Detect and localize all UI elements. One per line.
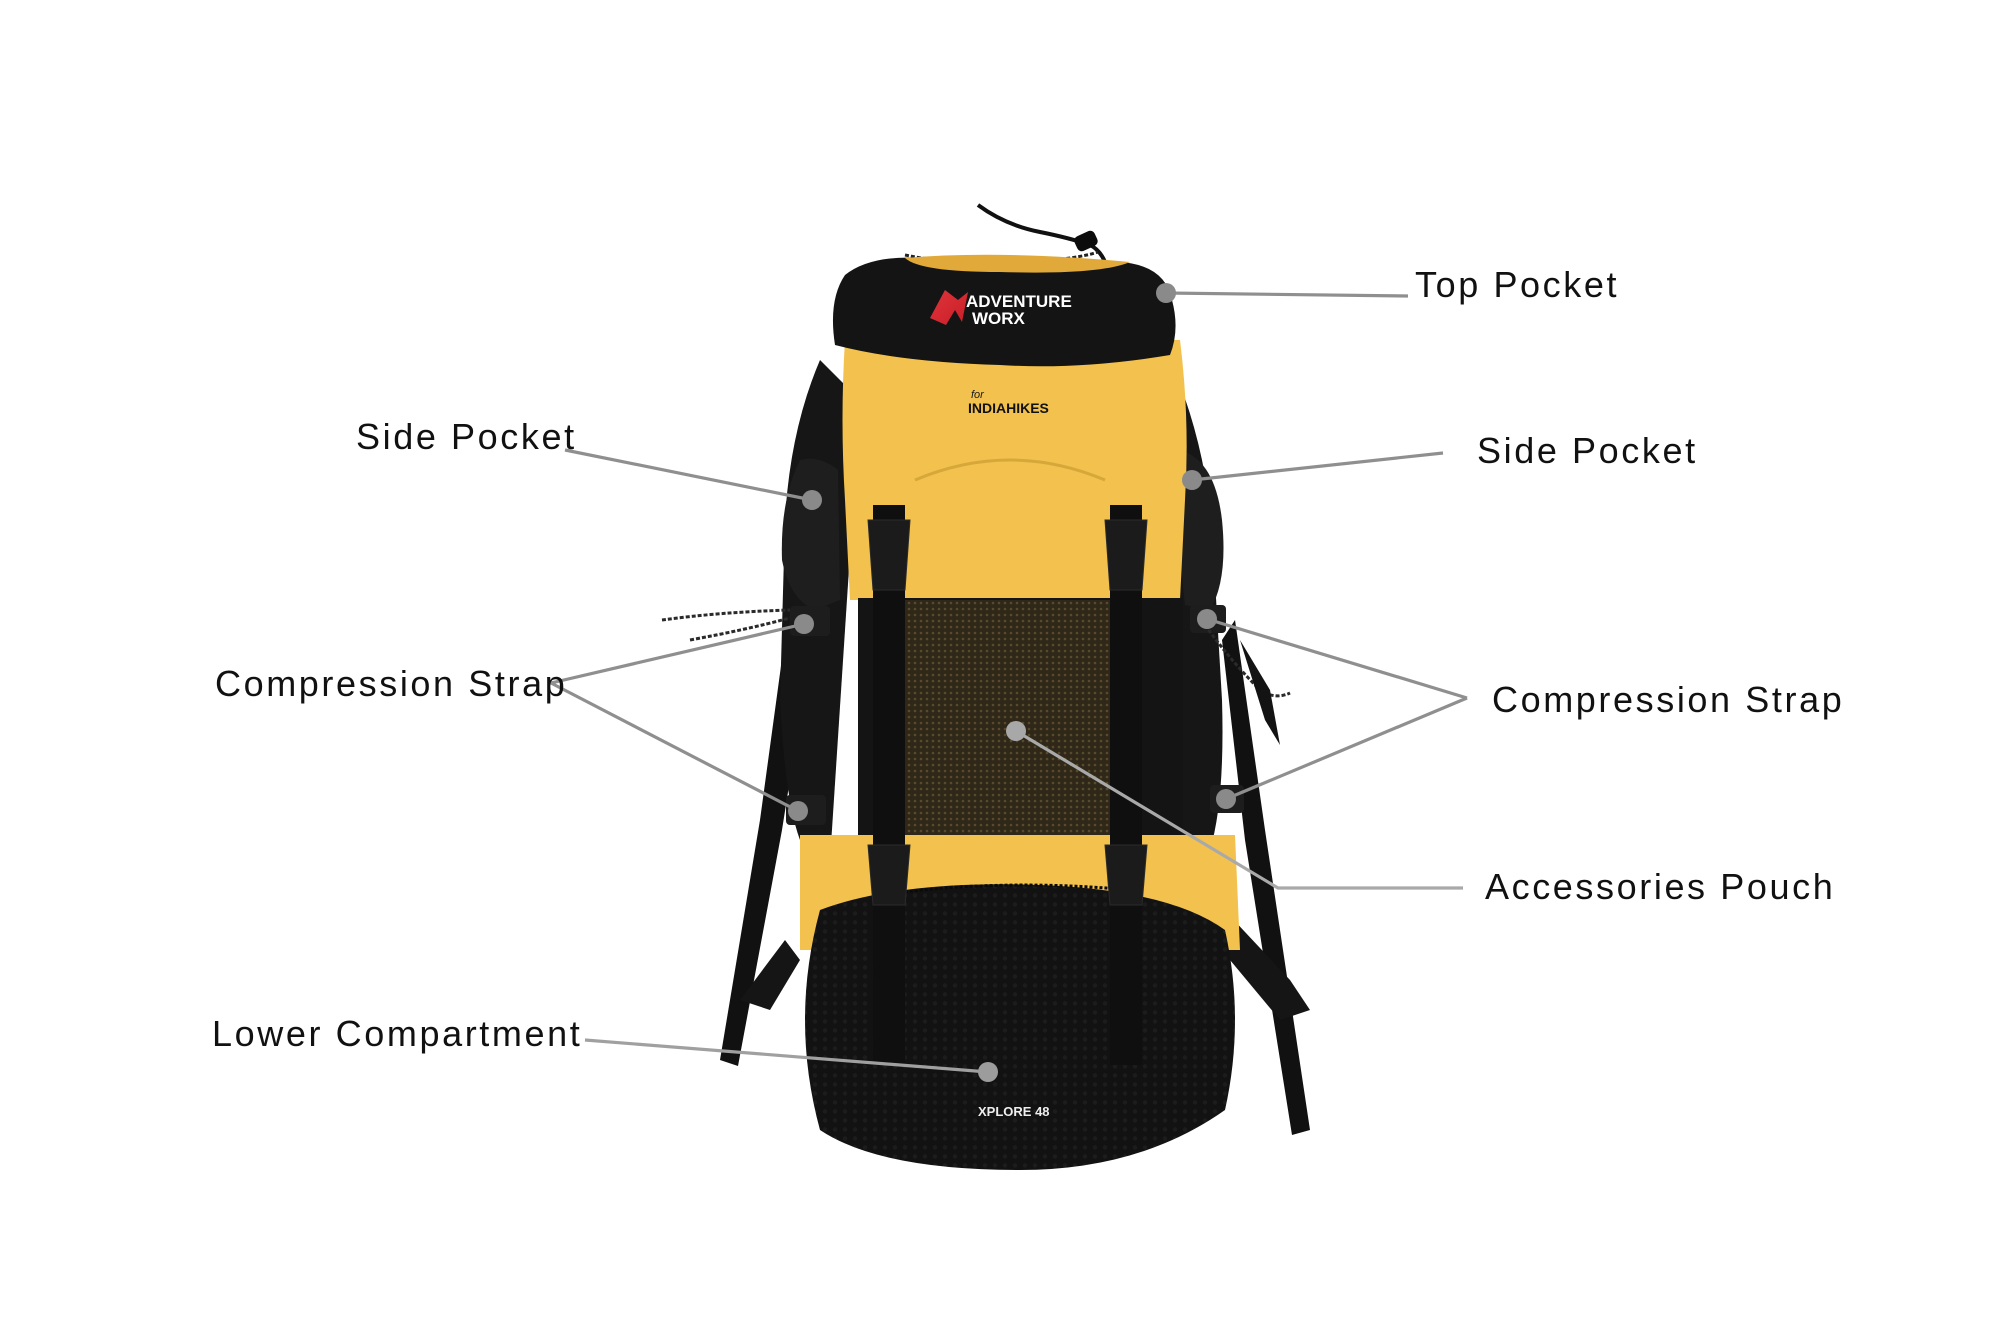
- lower-compartment-shape: [805, 884, 1235, 1170]
- callout-dots: [788, 283, 1236, 1082]
- leader-accessories-pouch: [1015, 729, 1463, 890]
- dot-compression-left-1: [794, 614, 814, 634]
- label-compression-strap-right: Compression Strap: [1492, 679, 1845, 720]
- side-bungee-cords: [661, 608, 1291, 745]
- leader-side-pocket-left: [564, 448, 813, 502]
- leader-top-pocket: [1165, 291, 1409, 298]
- dot-side-pocket-right: [1182, 470, 1202, 490]
- model-marking: XPLORE 48: [978, 1104, 1050, 1119]
- label-top-pocket: Top Pocket: [1415, 264, 1620, 305]
- leader-lower-compartment: [584, 1038, 989, 1074]
- svg-text:ADVENTURE: ADVENTURE: [966, 292, 1072, 311]
- dot-compression-left-2: [788, 801, 808, 821]
- label-side-pocket-right: Side Pocket: [1477, 430, 1698, 471]
- brand-logo: ADVENTURE WORX: [930, 290, 1072, 328]
- dot-compression-right-2: [1216, 789, 1236, 809]
- dot-compression-right-1: [1197, 609, 1217, 629]
- svg-text:WORX: WORX: [972, 309, 1026, 328]
- leader-compression-right-2: [1225, 696, 1468, 801]
- main-body: [832, 254, 1187, 600]
- mountain-logo-icon: [930, 290, 968, 325]
- leader-compression-right-1: [1206, 617, 1468, 700]
- svg-text:INDIAHIKES: INDIAHIKES: [968, 400, 1049, 416]
- label-side-pocket-left: Side Pocket: [356, 416, 577, 457]
- svg-text:for: for: [971, 389, 985, 401]
- partner-marking: for INDIAHIKES: [968, 389, 1049, 416]
- leader-compression-left-1: [550, 622, 805, 685]
- top-drawstring: [904, 203, 1107, 265]
- leader-side-pocket-right: [1191, 451, 1444, 482]
- dot-accessories-pouch: [1006, 721, 1026, 741]
- dot-top-pocket: [1156, 283, 1176, 303]
- label-lower-compartment: Lower Compartment: [212, 1013, 583, 1054]
- dot-lower-compartment: [978, 1062, 998, 1082]
- label-accessories-pouch: Accessories Pouch: [1485, 866, 1836, 907]
- label-compression-strap-left: Compression Strap: [215, 663, 568, 704]
- leader-compression-left-2: [550, 681, 799, 813]
- front-compression-straps: [786, 505, 1244, 1065]
- dot-side-pocket-left: [802, 490, 822, 510]
- callout-leaders: [550, 291, 1468, 1074]
